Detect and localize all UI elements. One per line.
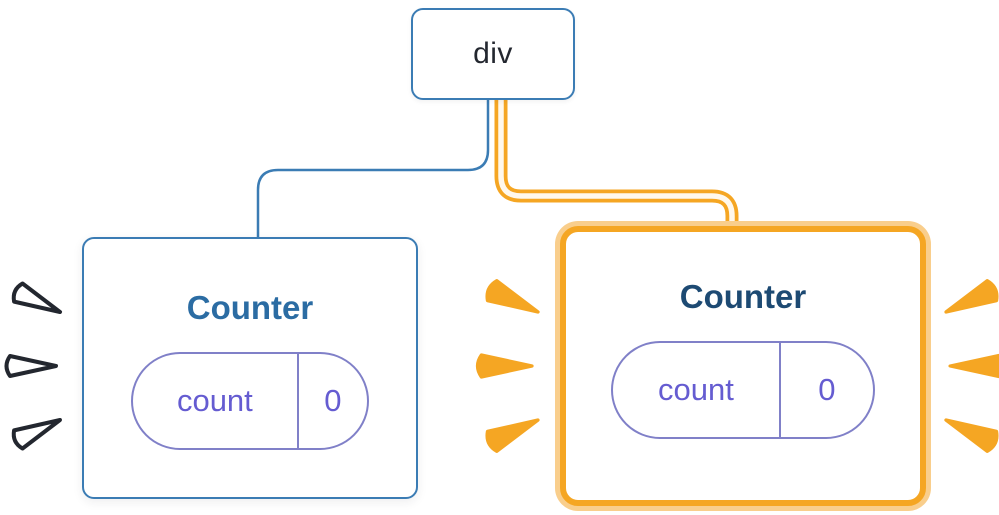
state-pill: count 0: [131, 352, 369, 450]
counter-card-right-highlighted: Counter count 0: [560, 226, 926, 506]
edge-div-to-right-counter-highlight: [494, 96, 739, 234]
spark-icon: [475, 353, 534, 379]
spark-icon: [944, 418, 999, 454]
state-pill: count 0: [611, 341, 875, 439]
spark-icon: [11, 281, 62, 314]
spark-icon: [948, 353, 999, 379]
root-node-div: div: [411, 8, 575, 100]
emphasis-sparks-right-counter: [475, 278, 999, 454]
counter-card-left: Counter count 0: [82, 237, 418, 499]
spark-icon: [944, 278, 999, 314]
counter-title: Counter: [679, 278, 807, 315]
state-value: 0: [324, 383, 342, 418]
state-value: 0: [818, 372, 836, 407]
spark-icon: [4, 354, 58, 378]
spark-icon: [485, 278, 540, 314]
state-key: count: [613, 343, 781, 437]
spark-icon: [11, 418, 62, 451]
state-key: count: [133, 354, 299, 448]
counter-title: Counter: [186, 289, 314, 326]
root-node-label: div: [473, 37, 513, 70]
edge-div-to-left-counter: [256, 96, 490, 242]
spark-icon: [485, 418, 540, 454]
emphasis-sparks-left-counter: [4, 281, 62, 451]
